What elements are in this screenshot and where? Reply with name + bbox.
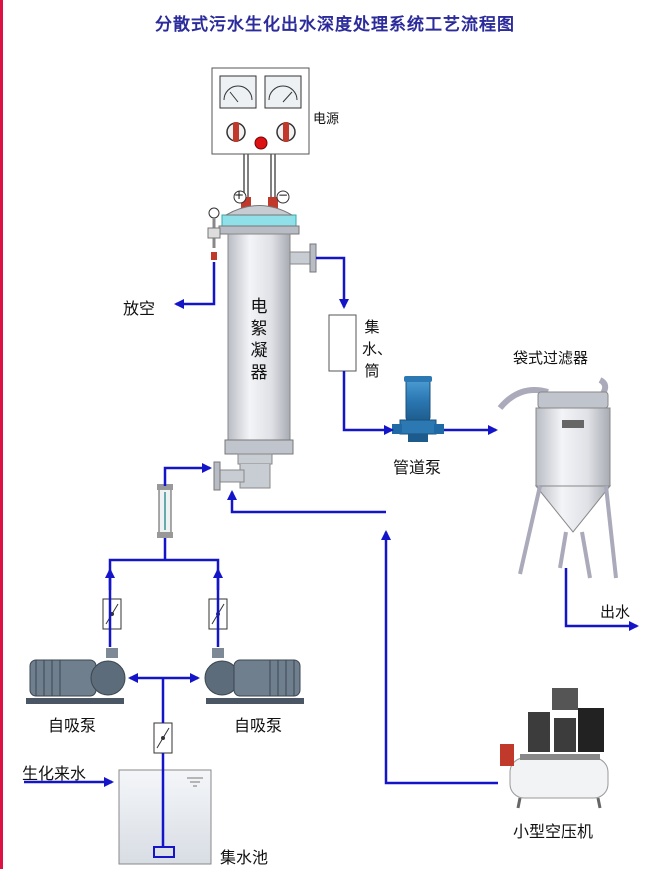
pipe-filter-outlet (564, 568, 639, 631)
collector-tube (328, 314, 357, 372)
pipe-network (24, 256, 639, 847)
air-compressor (500, 688, 609, 809)
electrocoagulation-reactor (218, 205, 300, 465)
label-minus: − (278, 188, 289, 202)
label-plus: + (234, 188, 245, 202)
label-compressor: 小型空压机 (513, 822, 594, 841)
power-supply-box (211, 67, 310, 155)
ammeter-icon (219, 75, 257, 109)
label-pump-right: 自吸泵 (234, 716, 283, 735)
label-pipeline-pump: 管道泵 (393, 458, 442, 477)
knob-right-icon (276, 122, 296, 142)
pipe-air-to-reactor (227, 490, 386, 514)
page-border (0, 0, 3, 869)
label-outlet: 出水 (600, 603, 631, 621)
flowmeter-icon (157, 484, 173, 538)
plus-terminal-icon (233, 190, 247, 204)
knob-left-icon (226, 122, 246, 142)
vent-pipe (174, 262, 216, 309)
pipe-flowmeter-to-reactor (163, 463, 212, 486)
label-tank: 集水池 (220, 848, 269, 867)
pressure-gauge-icon (207, 207, 221, 260)
bag-filter (497, 377, 618, 579)
label-power: 电源 (313, 112, 340, 127)
pipeline-pump (392, 376, 444, 442)
label-vent: 放空 (123, 299, 156, 318)
label-electrocoagulator: 电絮凝器 (250, 297, 268, 383)
voltmeter-icon (264, 75, 302, 109)
minus-terminal-icon (276, 190, 290, 204)
label-pump-left: 自吸泵 (48, 716, 97, 735)
diagram-title: 分散式污水生化出水深度处理系统工艺流程图 (155, 15, 515, 35)
power-cables (241, 154, 278, 209)
power-switch-icon (254, 136, 268, 150)
reactor-outlet-flange (289, 243, 317, 273)
pipe-header-to-flowmeter (108, 538, 220, 590)
label-inflow: 生化来水 (22, 764, 87, 783)
collection-tank (118, 769, 212, 865)
pipe-air-return (381, 530, 498, 785)
valve-center-icon (153, 722, 173, 754)
pipe-collector-to-pump (342, 371, 394, 435)
self-priming-pump-right (204, 648, 304, 704)
label-collector: 集水、筒 (362, 318, 393, 380)
pipe-to-collector (316, 256, 349, 309)
reactor-inlet-elbow (213, 461, 271, 491)
self-priming-pump-left (26, 648, 126, 704)
label-bag-filter: 袋式过滤器 (513, 349, 589, 367)
valve-left-icon (102, 598, 122, 630)
